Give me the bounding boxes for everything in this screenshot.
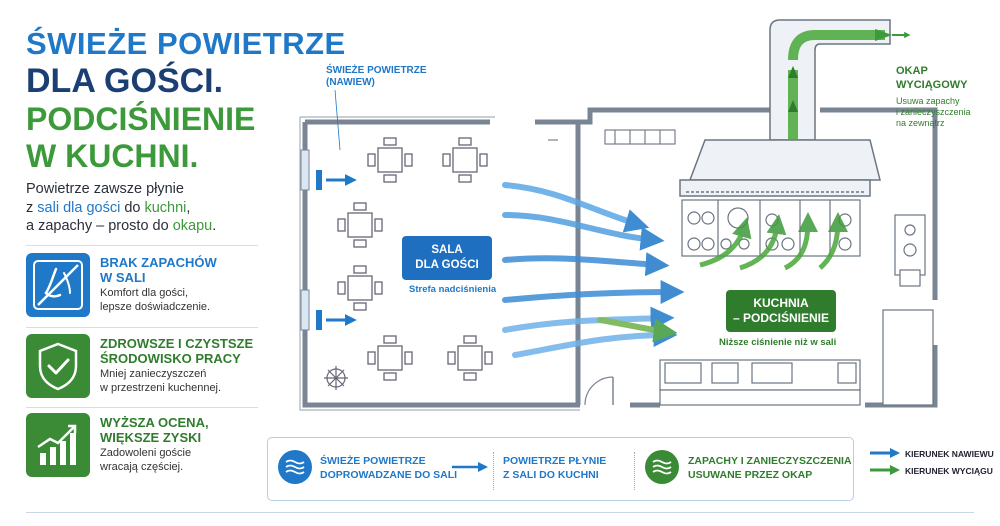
supply-diffuser (316, 170, 322, 190)
door-swing (584, 376, 614, 406)
flow-step-1-line-2: DOPROWADZANE DO SALI (320, 469, 458, 481)
flow-summary-box (267, 437, 854, 501)
legend-exhaust: KIERUNEK WYCIĄGU (905, 466, 993, 476)
intro-line-3c: . (212, 218, 217, 234)
benefit-title: BRAK ZAPACHÓW W SALI (100, 255, 217, 285)
exhaust-outlet-arrow (875, 29, 892, 41)
divider (26, 245, 258, 246)
sala-badge-line-1: SALA (431, 244, 463, 256)
flow-step-3-line-1: ZAPACHY I ZANIECZYSZCZENIA (688, 455, 852, 467)
sala-badge-line-2: DLA GOŚCI (415, 259, 479, 271)
dining-tables (337, 137, 493, 381)
flow-step-1-line-1: ŚWIEŻE POWIETRZE (320, 455, 426, 467)
kuchnia-badge-line-2: – PODCIŚNIENIE (732, 311, 830, 325)
flow-step-2-line-2: Z SALI DO KUCHNI (503, 469, 599, 481)
benefit-desc: Zadowoleni goście wracają częściej. (100, 447, 192, 473)
okap-desc-line-3: na zewnątrz (896, 118, 945, 128)
okap-title: OKAP WYCIĄGOWY (896, 64, 968, 92)
label-leader-line (334, 89, 341, 151)
intro-line-2c: do (120, 199, 145, 216)
intro-line-2a: z (26, 199, 38, 216)
intro-text: Powietrze zawsze płynie z sali dla gości… (26, 180, 256, 236)
intro-kuchni-highlight: kuchni (144, 199, 187, 216)
benefit-title: WYŻSZA OCENA, WIĘKSZE ZYSKI (100, 415, 209, 445)
benefit-desc: Komfort dla gości, lepsze doświadczenie. (100, 287, 211, 313)
headline-line-1: ŚWIEŻE POWIETRZE (26, 26, 346, 61)
benefit-desc: Mniej zanieczyszczeń w przestrzeni kuche… (100, 368, 222, 394)
window (300, 149, 310, 191)
growth-chart-icon (26, 413, 90, 477)
intro-okap-highlight: okapu (172, 218, 213, 234)
flow-step-2: POWIETRZE PŁYNIE Z SALI DO KUCHNI (503, 454, 606, 482)
kuchnia-badge-line-1: KUCHNIA (753, 296, 809, 310)
okap-title-line-1: OKAP (896, 65, 928, 77)
intro-line-3a: a zapachy – prosto do (26, 218, 173, 234)
headline-line-2: DLA GOŚCI. (26, 62, 224, 100)
okap-desc-line-1: Usuwa zapachy (896, 96, 960, 106)
wall-shelf (604, 129, 676, 145)
intro-line-1: Powietrze zawsze płynie (26, 181, 184, 197)
kuchnia-subtitle: Niższe ciśnienie niż w sali (719, 337, 837, 348)
legend-arrows (870, 448, 900, 475)
flow-step-1: ŚWIEŻE POWIETRZE DOPROWADZANE DO SALI (320, 454, 457, 482)
benefit-no-odors: BRAK ZAPACHÓW W SALI Komfort dla gości, … (26, 253, 258, 323)
headline-line-4-text: W KUCHNI. (26, 138, 199, 174)
flow-arrow (452, 462, 488, 472)
intro-sala-highlight: sali dla gości (37, 199, 121, 216)
wave-icon (645, 450, 679, 484)
flow-step-3: ZAPACHY I ZANIECZYSZCZENIA USUWANE PRZEZ… (688, 454, 852, 482)
okap-title-line-2: WYCIĄGOWY (896, 79, 968, 91)
sala-badge: SALA DLA GOŚCI (402, 236, 492, 280)
fresh-air-label: ŚWIEŻE POWIETRZE (NAWIEW) (326, 65, 427, 89)
okap-description: Usuwa zapachy i zanieczyszczenia na zewn… (896, 96, 971, 129)
benefit-higher-profits: WYŻSZA OCENA, WIĘKSZE ZYSKI Zadowoleni g… (26, 413, 258, 483)
window (300, 289, 310, 331)
kitchen-exhaust-arrows (699, 212, 848, 271)
supply-diffuser (316, 310, 322, 330)
benefit-healthier-workplace: ZDROWSZE I CZYSTSZE ŚRODOWISKO PRACY Mni… (26, 334, 258, 404)
fresh-air-label-line-2: (NAWIEW) (326, 77, 375, 88)
divider (493, 452, 495, 490)
wave-icon (278, 450, 312, 484)
flow-step-2-line-1: POWIETRZE PŁYNIE (503, 455, 607, 467)
legend-supply: KIERUNEK NAWIEWU (905, 449, 994, 459)
sala-subtitle: Strefa nadciśnienia (409, 284, 497, 295)
intro-line-2e: , (186, 199, 191, 216)
okap-desc-line-2: i zanieczyszczenia (896, 107, 971, 117)
airflow-arrows (502, 182, 685, 358)
fresh-air-label-line-1: ŚWIEŻE POWIETRZE (326, 65, 427, 76)
kitchen-fixtures (659, 214, 934, 406)
headline-line-3-text: PODCIŚNIENIE (26, 101, 256, 137)
exhaust-hood (679, 19, 891, 197)
shield-check-icon (26, 334, 90, 398)
flow-step-3-line-2: USUWANE PRZEZ OKAP (688, 469, 813, 481)
kuchnia-badge: KUCHNIA – PODCIŚNIENIE (726, 290, 836, 332)
nose-icon (26, 253, 90, 317)
divider (634, 452, 636, 490)
bottom-rule (26, 512, 974, 513)
headline-line-3: PODCIŚNIENIE W KUCHNI. (26, 101, 255, 175)
plant-icon (324, 366, 348, 390)
divider (26, 327, 258, 328)
divider (26, 407, 258, 408)
benefit-title: ZDROWSZE I CZYSTSZE ŚRODOWISKO PRACY (100, 336, 254, 366)
